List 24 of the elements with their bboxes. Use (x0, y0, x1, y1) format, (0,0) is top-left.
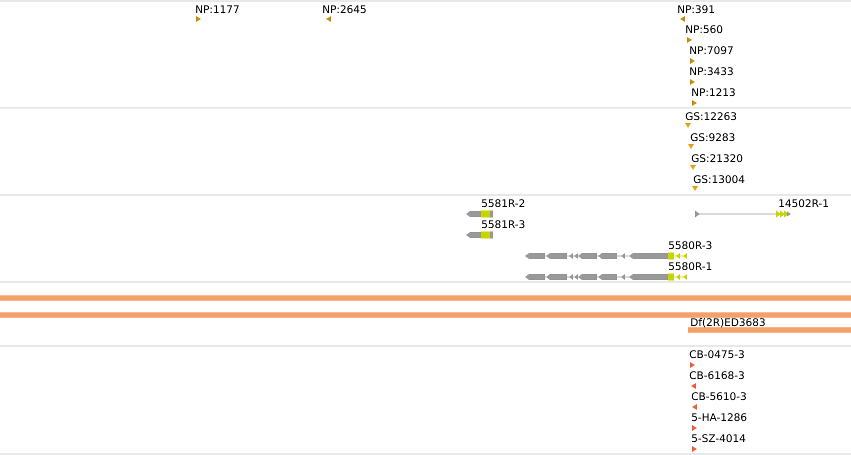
feature-label: GS:21320 (692, 154, 742, 162)
feature-label: NP:391 (678, 5, 714, 14)
deletion-bar (0, 295, 851, 301)
feature-label: CB-6168-3 (690, 371, 744, 380)
feature-label: NP:560 (686, 25, 722, 34)
feature-label: GS:13004 (694, 175, 744, 184)
feature-label: 5-SZ-4014 (692, 434, 746, 442)
feature-label: 5581R-3 (482, 220, 524, 228)
feature-label: Df(2R)ED3683 (691, 318, 765, 328)
feature-label: GS:9283 (690, 133, 734, 142)
feature-label: 14502R-1 (779, 199, 828, 208)
feature-label: NP:2645 (323, 5, 366, 14)
feature-label: NP:7097 (690, 46, 733, 54)
feature-label: CB-5610-3 (692, 392, 746, 400)
feature-label: 5-HA-1286 (692, 413, 746, 422)
feature-label: NP:1213 (692, 88, 735, 96)
feature-label: GS:12263 (686, 112, 736, 120)
feature-label: 5581R-2 (482, 199, 524, 208)
feature-label: NP:3433 (690, 67, 733, 76)
feature-label: NP:1177 (196, 5, 239, 13)
deletion-bar (0, 312, 851, 318)
feature-label: 5580R-1 (669, 262, 712, 270)
feature-label: 5580R-3 (669, 241, 712, 250)
feature-label: CB-0475-3 (690, 350, 744, 358)
